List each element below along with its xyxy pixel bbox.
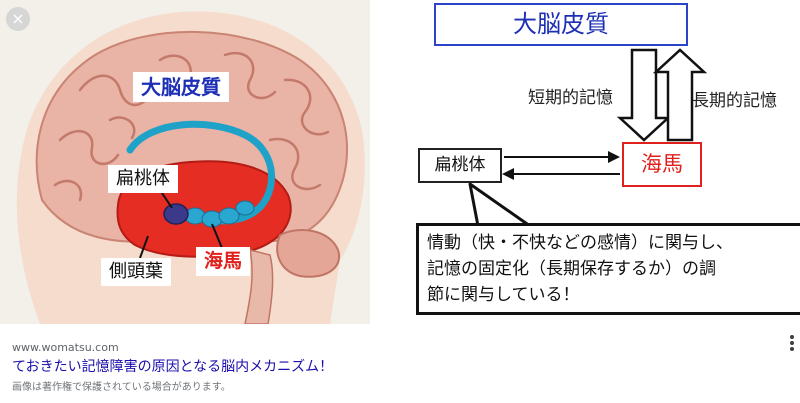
close-button[interactable]: × — [6, 7, 30, 31]
amygdala-shape — [163, 203, 189, 225]
temporal-pointer — [139, 235, 149, 259]
brain-drawing — [16, 11, 365, 324]
note-line: 記憶の固定化（長期保存するか）の調 — [427, 259, 716, 279]
diagram-amygdala-box: 扁桃体 — [418, 148, 502, 183]
label-temporal-lobe: 側頭葉 — [101, 258, 171, 286]
amygdala-note: 情動（快・不快などの感情）に関与し、 記憶の固定化（長期保存するか）の調 節に関… — [416, 223, 800, 315]
brain-stem — [244, 248, 274, 324]
hippocampus-body — [184, 200, 255, 228]
diagram-cortex-box: 大脳皮質 — [434, 3, 688, 46]
diagram-hippocampus-box: 海馬 — [622, 142, 702, 187]
close-icon: × — [11, 9, 25, 28]
image-preview[interactable]: 大脳皮質 扁桃体 海馬 側頭葉 大脳皮質 短期的記憶 長期的記憶 扁桃体 海馬 … — [0, 0, 800, 324]
short-term-arrow — [616, 48, 672, 142]
brain-illustration: 大脳皮質 扁桃体 海馬 側頭葉 — [0, 0, 370, 324]
memory-diagram: 大脳皮質 短期的記憶 長期的記憶 扁桃体 海馬 情動（快・不快などの感情）に関与… — [370, 0, 800, 324]
hippocampus-pointer — [211, 223, 223, 249]
source-domain[interactable]: www.womatsu.com — [12, 341, 119, 354]
label-cortex: 大脳皮質 — [133, 72, 229, 102]
page-title-link[interactable]: ておきたい記憶障害の原因となる脳内メカニズム！ — [12, 359, 334, 375]
arrowhead-left — [502, 168, 514, 180]
short-term-label: 短期的記憶 — [528, 88, 613, 108]
long-term-label: 長期的記憶 — [692, 91, 777, 111]
label-amygdala: 扁桃体 — [108, 165, 178, 193]
more-options-icon[interactable] — [788, 335, 796, 357]
image-caption — [0, 324, 800, 403]
label-hippocampus: 海馬 — [196, 247, 251, 276]
arrowhead-right — [608, 151, 620, 163]
amygdala-pointer — [159, 189, 173, 209]
note-callout-tail — [468, 182, 532, 228]
cerebellum — [276, 229, 341, 278]
long-term-arrow — [652, 48, 708, 142]
note-line: 情動（快・不快などの感情）に関与し、 — [427, 233, 733, 253]
note-line: 節に関与している！ — [427, 285, 580, 305]
copyright-notice: 画像は著作権で保護されている場合があります。 — [12, 382, 231, 393]
